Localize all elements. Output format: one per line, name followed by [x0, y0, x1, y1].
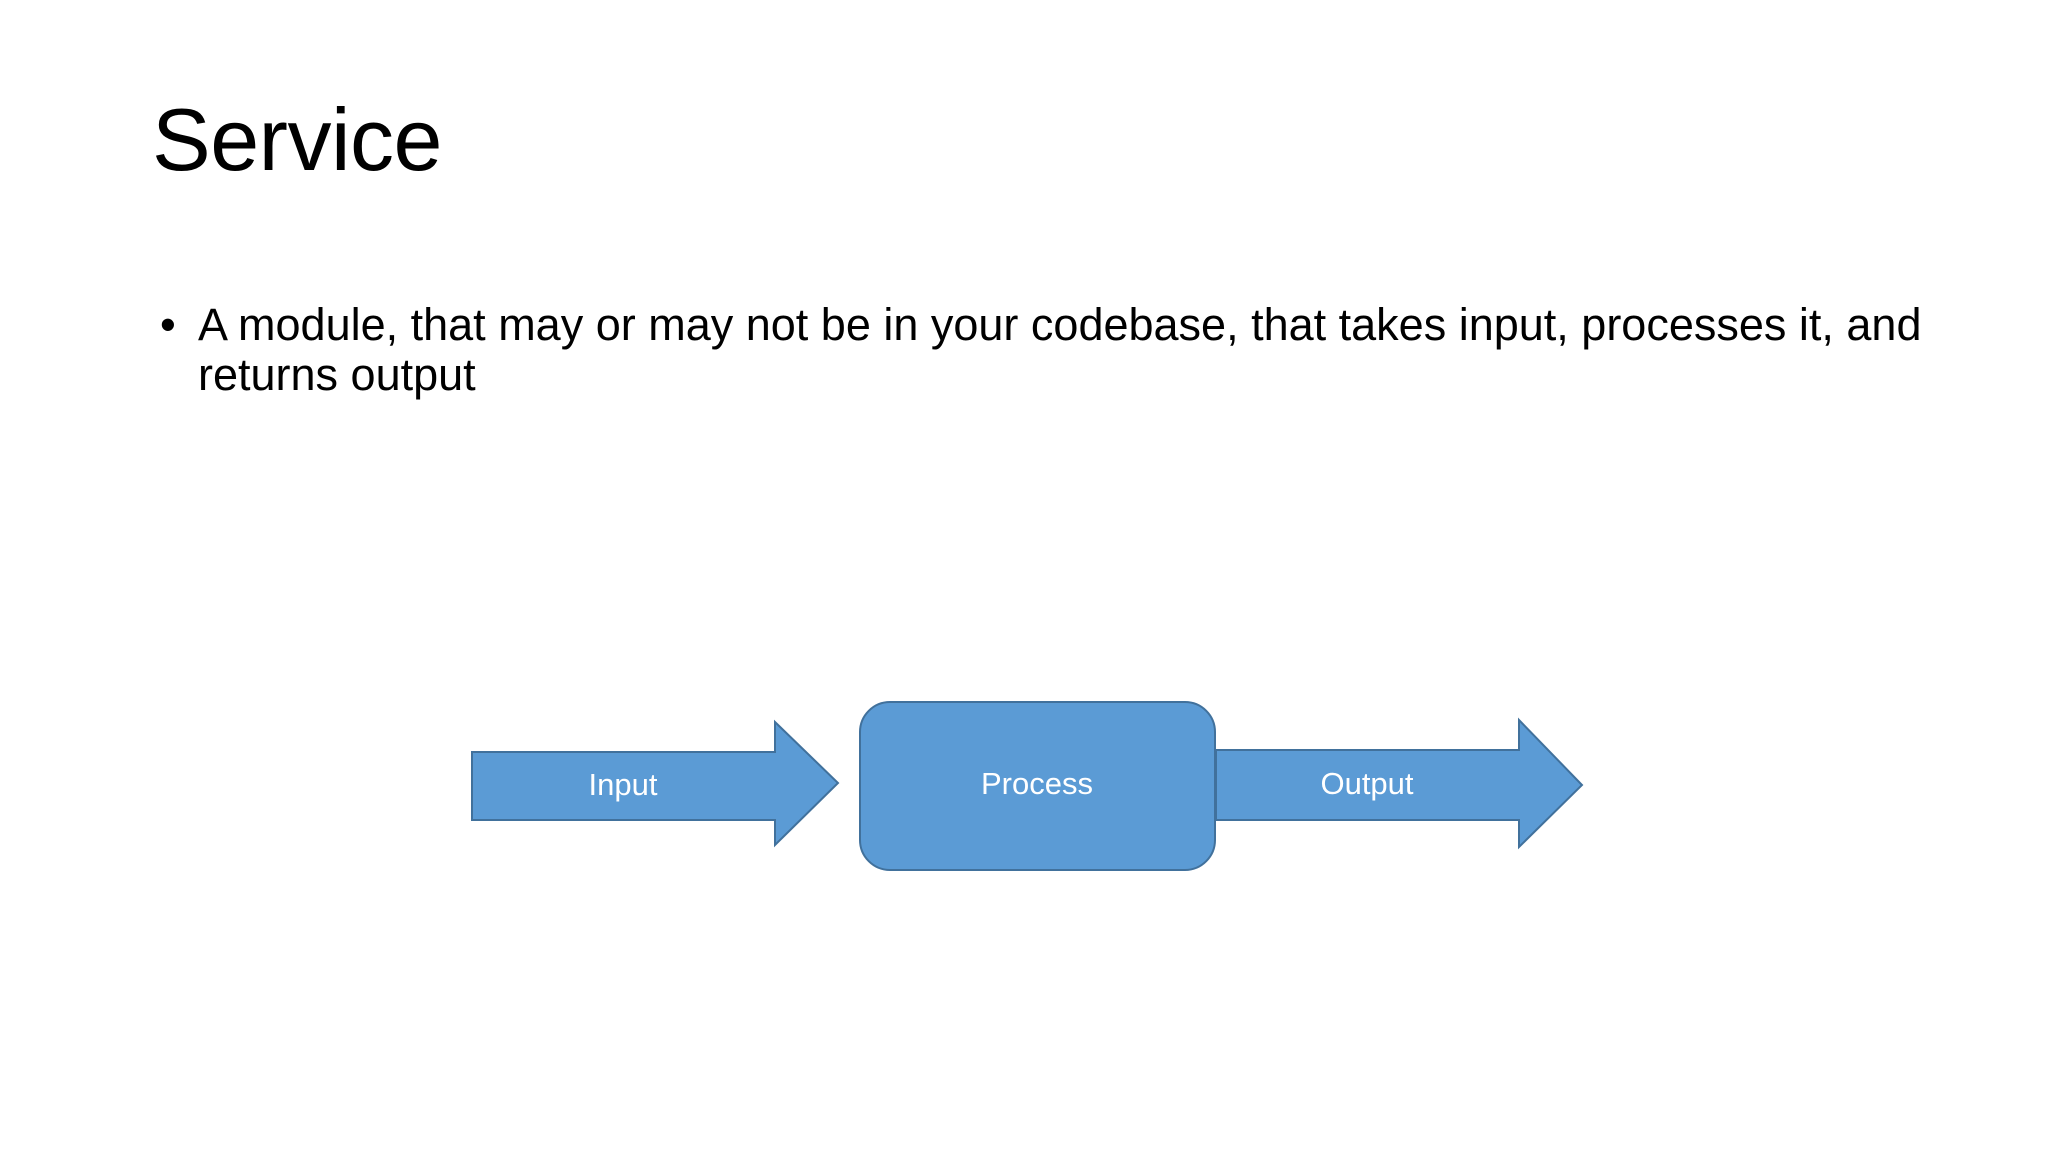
- diagram-shape-input[interactable]: Input: [471, 719, 840, 848]
- page-title: Service: [152, 90, 442, 189]
- diagram-canvas: Input Process Output: [471, 701, 1584, 871]
- diagram-shape-output[interactable]: Output: [1215, 717, 1584, 850]
- list-item-text: A module, that may or may not be in your…: [198, 299, 1922, 401]
- process-flow-diagram: Input Process Output: [440, 690, 1620, 890]
- body-content: • A module, that may or may not be in yo…: [152, 299, 1942, 401]
- output-arrow-icon: [1215, 717, 1584, 850]
- output-arrow-label: Output: [1320, 766, 1413, 801]
- diagram-shape-process[interactable]: Process: [859, 701, 1216, 871]
- process-box-label: Process: [981, 766, 1093, 801]
- input-arrow-label: Input: [589, 767, 658, 802]
- bullet-marker-icon: •: [160, 299, 176, 350]
- list-item: • A module, that may or may not be in yo…: [152, 299, 1942, 401]
- input-arrow-icon: [471, 719, 840, 848]
